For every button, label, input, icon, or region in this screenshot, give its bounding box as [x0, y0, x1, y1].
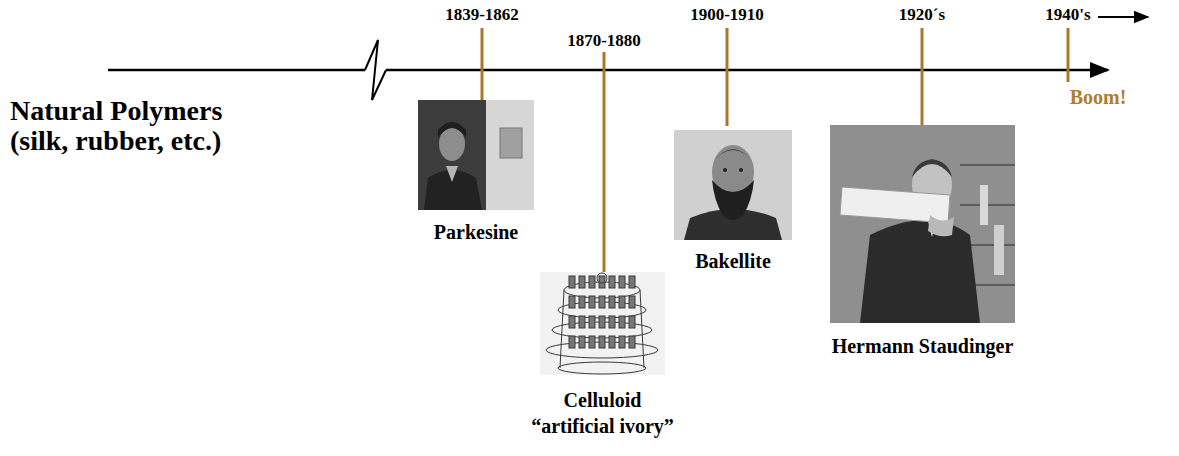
date-label: 1940's [1045, 6, 1090, 25]
picture-node: Hermann Staudinger [830, 125, 1015, 323]
portrait-photo [418, 100, 534, 210]
continuation-arrow [1098, 16, 1148, 18]
picture-caption: Parkesine [434, 220, 518, 244]
date-label: 1870-1880 [567, 32, 641, 51]
tick-line [921, 28, 924, 125]
date-label: 1839-1862 [445, 6, 519, 25]
date-label: 1900-1910 [690, 6, 764, 25]
portrait-photo [674, 130, 792, 240]
picture-caption: Bakellite [695, 249, 771, 273]
picture-caption: Hermann Staudinger [832, 334, 1014, 358]
picture-node: Bakellite [674, 130, 792, 240]
picture-node: Parkesine [418, 100, 534, 210]
timeline-axis [108, 69, 365, 72]
tick-line [603, 52, 606, 272]
axis-break [365, 40, 386, 100]
portrait-photo [830, 125, 1015, 323]
tick-line [481, 28, 484, 100]
picture-caption: Celluloid [564, 388, 642, 412]
timeline-axis [386, 69, 1108, 72]
era-label: Natural Polymers (silk, rubber, etc.) [10, 96, 260, 156]
highlight-label: Boom! [1070, 86, 1127, 108]
tick-line [726, 28, 729, 126]
date-label: 1920´s [899, 6, 945, 25]
picture-node: Celluloid“artificial ivory” [540, 272, 665, 375]
engraving-picture [540, 272, 665, 375]
picture-caption: “artificial ivory” [531, 414, 674, 438]
tick-line [1067, 28, 1070, 82]
